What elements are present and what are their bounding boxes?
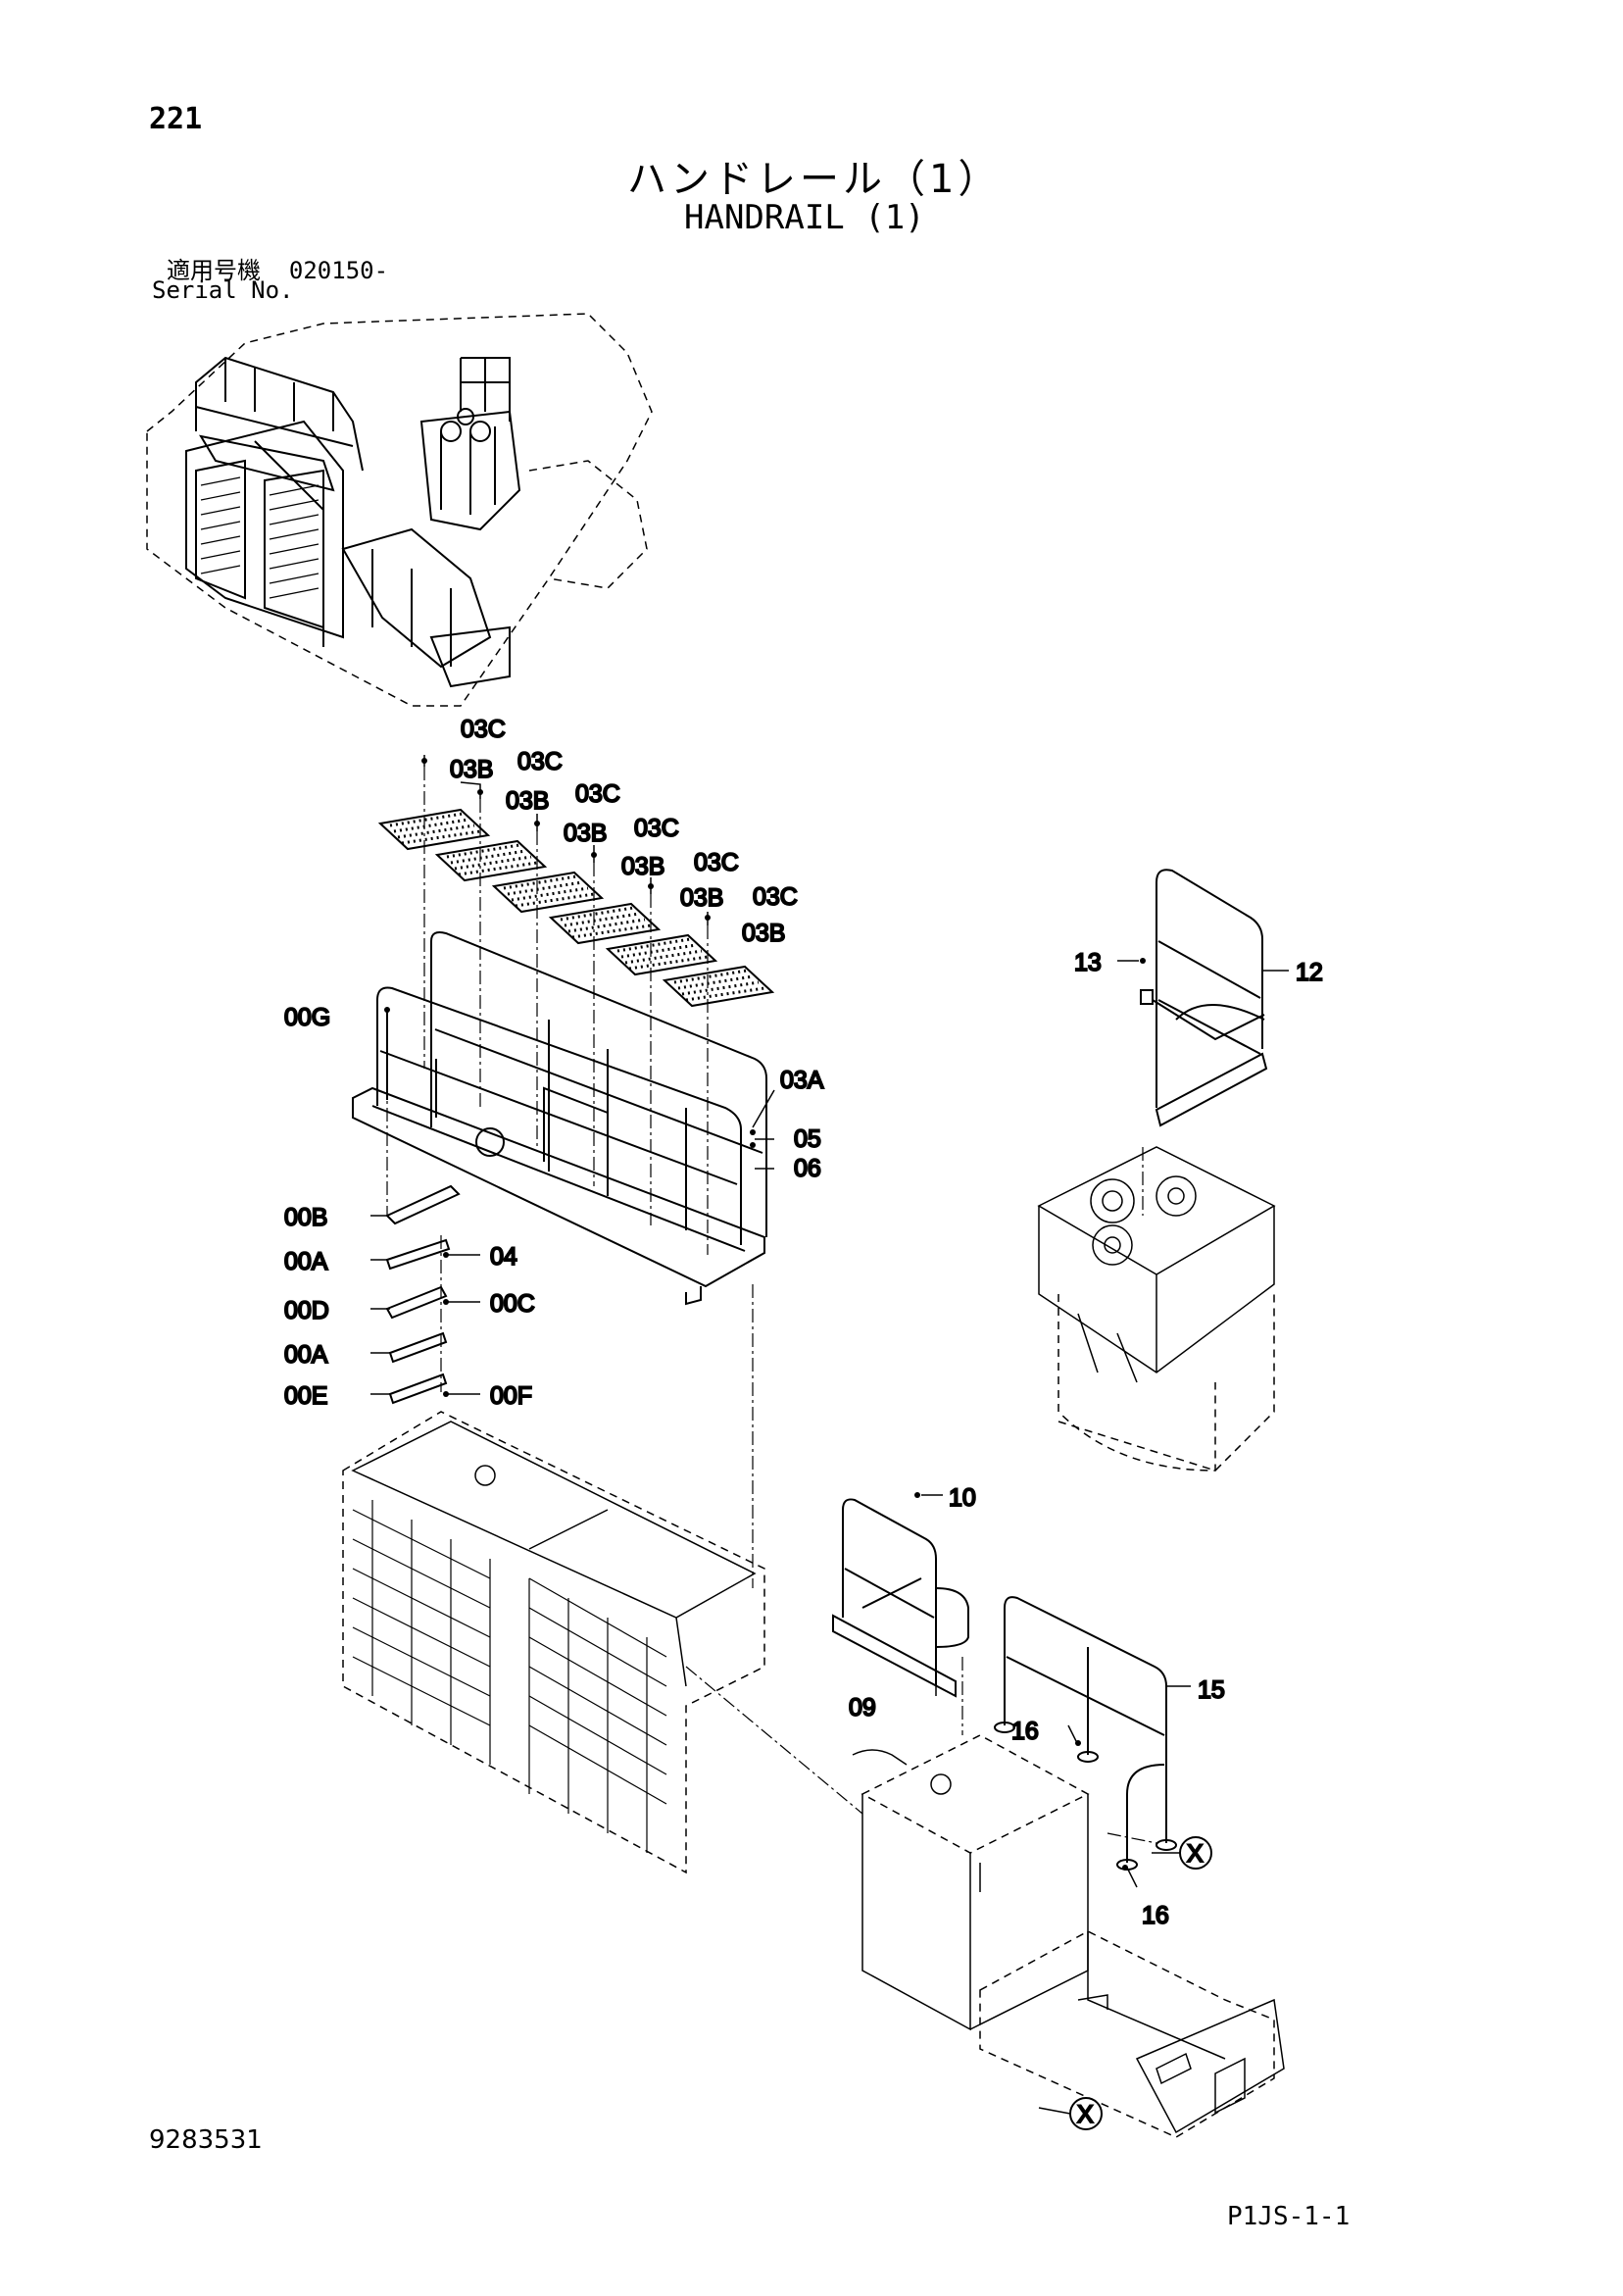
serial-label-jp: 適用号機 — [167, 257, 261, 284]
bolt-dots — [384, 758, 1146, 1871]
label-10: 10 — [949, 1484, 976, 1512]
mesh-plate — [377, 808, 491, 851]
label-03B: 03B — [450, 756, 493, 783]
label-00D: 00D — [284, 1297, 329, 1324]
handrail-10 — [832, 1498, 969, 1698]
serial-label-en: Serial No. — [152, 276, 294, 304]
walkway-platform-03A — [352, 931, 767, 1306]
label-X: X — [1077, 2101, 1094, 2128]
label-03B: 03B — [680, 884, 723, 912]
label-12: 12 — [1296, 959, 1323, 986]
label-03B: 03B — [506, 787, 549, 815]
tank-assembly — [1037, 1146, 1276, 1472]
label-03C: 03C — [634, 815, 679, 842]
label-03B: 03B — [564, 820, 607, 847]
label-16: 16 — [1011, 1718, 1039, 1745]
label-16: 16 — [1142, 1902, 1169, 1929]
label-00A: 00A — [284, 1248, 328, 1275]
label-00C: 00C — [490, 1290, 535, 1318]
label-09: 09 — [849, 1694, 876, 1722]
label-03C: 03C — [461, 716, 506, 743]
mesh-plate — [605, 933, 718, 976]
callout-labels: 03C 03B 03C 03B 03C 03B 03C 03B 03C 03B … — [283, 715, 1324, 2129]
doc-number: 9283531 — [149, 2125, 263, 2155]
label-03A: 03A — [780, 1067, 824, 1094]
brackets — [385, 1184, 461, 1405]
assembly-lines — [386, 767, 1157, 1844]
overview-machine-sketch — [146, 313, 653, 707]
label-03C: 03C — [753, 883, 798, 911]
label-13: 13 — [1074, 949, 1102, 976]
leader-lines — [370, 755, 1289, 2115]
label-00F: 00F — [490, 1382, 532, 1410]
label-03B: 03B — [621, 853, 664, 880]
serial-row: 適用号機 020150- — [167, 251, 388, 285]
mesh-plate — [662, 965, 775, 1008]
label-00E: 00E — [284, 1382, 327, 1410]
label-06: 06 — [794, 1155, 821, 1182]
title-english: HANDRAIL (1) — [684, 198, 925, 237]
mesh-plate — [548, 902, 662, 945]
label-00G: 00G — [284, 1004, 330, 1031]
mesh-plates — [377, 808, 775, 1008]
label-03C: 03C — [517, 748, 563, 775]
page-code: P1JS-1-1 — [1227, 2202, 1351, 2231]
mesh-plate — [491, 871, 605, 914]
label-X: X — [1187, 1840, 1204, 1868]
handrail-12 — [1140, 869, 1268, 1127]
radiator-body — [342, 1411, 765, 1874]
label-03C: 03C — [575, 780, 620, 808]
label-04: 04 — [490, 1243, 517, 1271]
label-03C: 03C — [694, 849, 739, 876]
step-box — [852, 1734, 1285, 2138]
label-05: 05 — [794, 1125, 821, 1153]
handrail-15 — [994, 1596, 1177, 1871]
page-number: 221 — [149, 102, 203, 136]
serial-value: 020150- — [288, 257, 389, 284]
label-15: 15 — [1198, 1676, 1225, 1704]
mesh-plate — [434, 839, 548, 882]
title-japanese: ハンドレール（1） — [627, 157, 1002, 202]
label-03B: 03B — [742, 920, 785, 947]
label-00A: 00A — [284, 1341, 328, 1369]
label-00B: 00B — [284, 1204, 327, 1231]
